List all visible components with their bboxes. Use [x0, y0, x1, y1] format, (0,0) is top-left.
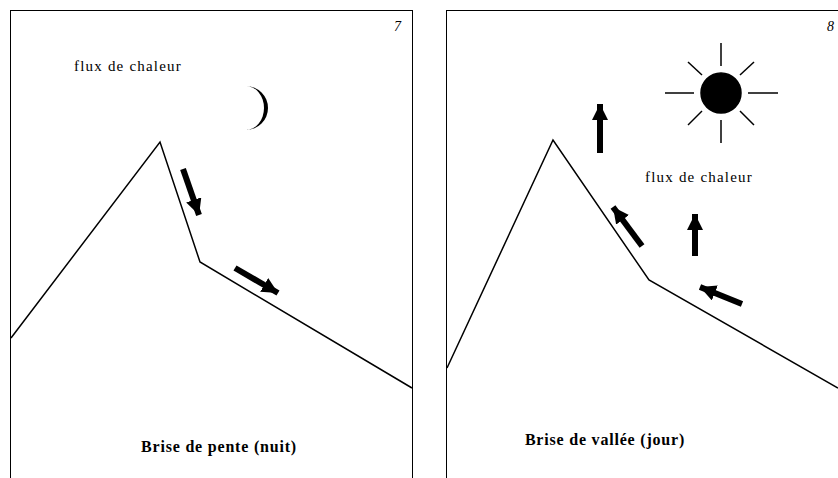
heat-flux-label: flux de chaleur — [74, 58, 182, 74]
text-holder: Brise de pente (nuit) — [141, 438, 297, 456]
text-holder: 7 — [394, 17, 401, 35]
panel-number: 8 — [827, 19, 834, 34]
mountain-profile — [11, 140, 838, 388]
heat-flux-label: flux de chaleur — [645, 169, 753, 185]
sun-symbol — [665, 43, 778, 143]
text-holder: Brise de vallée (jour) — [525, 431, 685, 449]
panel-caption: Brise de pente (nuit) — [141, 438, 297, 455]
panel: 8 flux de chaleurBrise de vallée (jour) — [446, 10, 838, 478]
panel-number: 7 — [394, 19, 401, 34]
text-holder: flux de chaleur — [74, 57, 182, 75]
panel-caption: Brise de vallée (jour) — [525, 431, 685, 448]
moon-symbol — [246, 86, 268, 130]
text-holder: flux de chaleur — [645, 168, 753, 186]
panel: 7 flux de chaleurBrise de pente (nuit) — [10, 10, 413, 478]
text-holder: 8 — [827, 17, 834, 35]
wind-arrow — [183, 104, 742, 304]
